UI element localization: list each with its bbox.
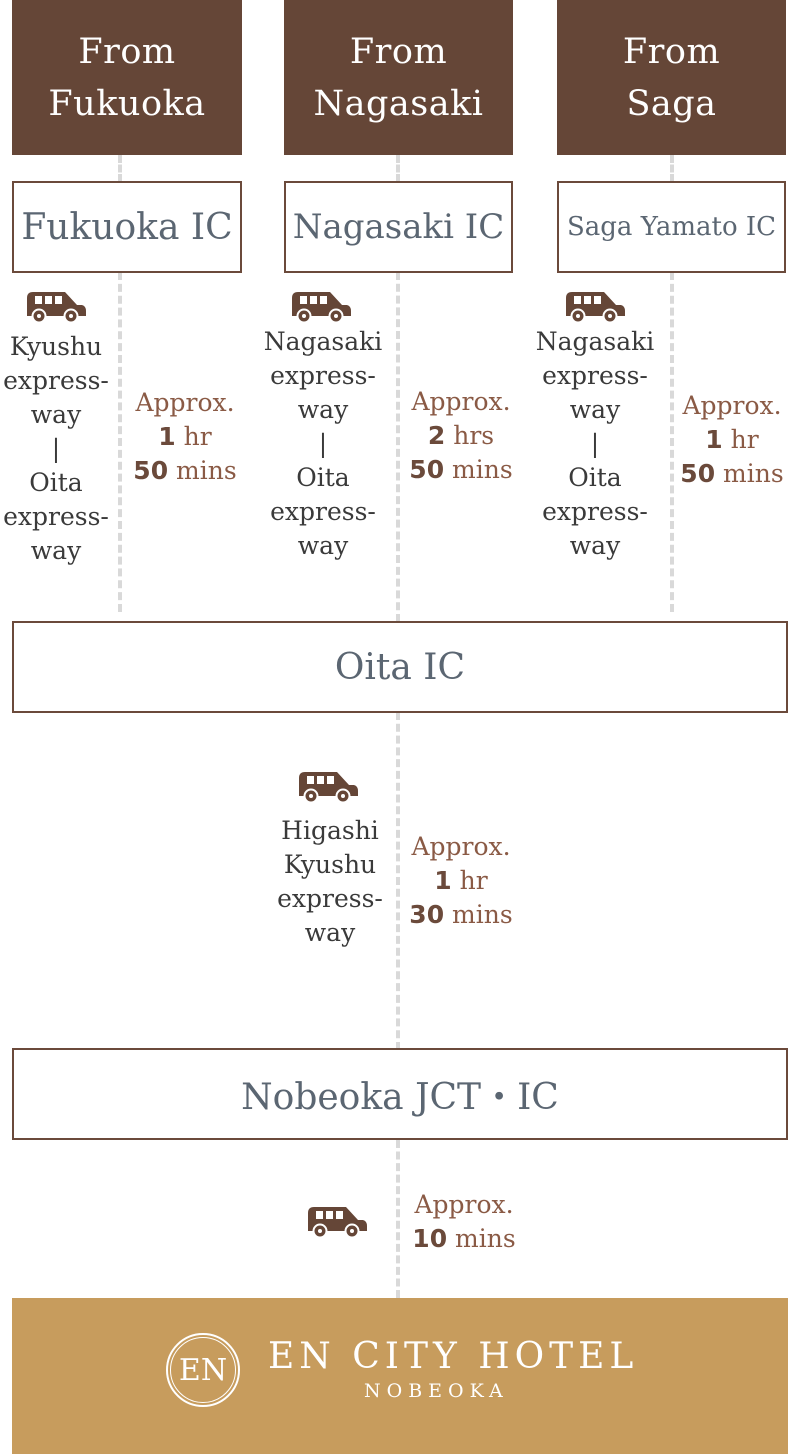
connector-line-oita-nobeoka	[396, 712, 400, 1050]
approx-label: Approx.	[411, 832, 511, 861]
hotel-destination-bar: EN EN CITY HOTEL NOBEOKA	[12, 1298, 788, 1454]
travel-time-saga: Approx. 1 hr 50 mins	[676, 389, 788, 491]
time-value: 50	[680, 459, 716, 488]
time-line-1: 1 hr	[676, 423, 788, 457]
time-line-2: 50 mins	[402, 453, 520, 487]
ic-label: Nobeoka JCT・IC	[241, 1077, 559, 1118]
car-icon	[299, 772, 358, 804]
time-value: 1	[434, 866, 452, 895]
time-unit: mins	[452, 455, 513, 484]
route-expressway-oita-nobeoka: Higashi Kyushu express- way	[277, 816, 383, 947]
time-value: 50	[133, 456, 169, 485]
travel-time-oita-nobeoka: Approx. 1 hr 30 mins	[402, 830, 520, 932]
approx-label: Approx.	[682, 391, 782, 420]
time-unit: hr	[459, 866, 488, 895]
travel-time-nagasaki: Approx. 2 hrs 50 mins	[402, 385, 520, 487]
time-unit: hr	[183, 422, 212, 451]
time-value: 30	[409, 900, 445, 929]
time-value: 1	[158, 422, 176, 451]
route-expressway-nagasaki: Nagasaki express- way | Oita express- wa…	[263, 327, 383, 560]
origin-box-fukuoka: From Fukuoka	[12, 0, 242, 155]
origin-box-nagasaki: From Nagasaki	[284, 0, 513, 155]
time-value: 1	[705, 425, 723, 454]
time-value: 50	[409, 455, 445, 484]
connector-line-nagasaki-route	[396, 272, 400, 622]
time-line-2: 50 mins	[126, 454, 244, 488]
time-unit: mins	[176, 456, 237, 485]
time-line-2: 30 mins	[402, 898, 520, 932]
time-line-2: 50 mins	[676, 457, 788, 491]
hotel-name: EN CITY HOTEL	[268, 1336, 639, 1377]
approx-label: Approx.	[411, 387, 511, 416]
origin-label: From Saga	[622, 31, 721, 124]
time-unit: mins	[452, 900, 513, 929]
connector-line-nobeoka-hotel	[396, 1140, 400, 1298]
ic-box-fukuoka: Fukuoka IC	[12, 181, 242, 273]
connector-line-saga-route	[670, 272, 674, 612]
ic-label: Fukuoka IC	[21, 206, 233, 248]
car-icon	[308, 1207, 367, 1239]
time-unit: mins	[723, 459, 784, 488]
ic-box-nagasaki: Nagasaki IC	[284, 181, 513, 273]
time-line-1: 1 hr	[402, 864, 520, 898]
time-line-1: 2 hrs	[402, 419, 520, 453]
time-unit: mins	[455, 1224, 516, 1253]
time-unit: hrs	[453, 421, 495, 450]
car-icon	[566, 292, 625, 324]
connector-line-fukuoka-route	[118, 272, 122, 612]
time-line-1: 1 hr	[126, 420, 244, 454]
route-expressway-fukuoka: Kyushu express- way | Oita express- way	[3, 332, 109, 565]
car-icon	[27, 292, 86, 324]
connector-line-nagasaki	[396, 155, 400, 182]
ic-label: Oita IC	[334, 646, 466, 688]
time-unit: hr	[730, 425, 759, 454]
connector-line-fukuoka	[118, 155, 122, 182]
origin-label: From Fukuoka	[48, 31, 206, 124]
ic-label: Nagasaki IC	[292, 207, 505, 247]
origin-label: From Nagasaki	[313, 31, 484, 124]
ic-box-saga-yamato: Saga Yamato IC	[557, 181, 786, 273]
hotel-location: NOBEOKA	[364, 1380, 509, 1402]
origin-box-saga: From Saga	[557, 0, 786, 155]
time-value: 10	[412, 1224, 448, 1253]
time-value: 2	[427, 421, 446, 450]
approx-label: Approx.	[135, 388, 235, 417]
ic-label: Saga Yamato IC	[566, 212, 777, 242]
route-expressway-saga: Nagasaki express- way | Oita express- wa…	[535, 327, 655, 560]
travel-time-final: Approx. 10 mins	[404, 1188, 524, 1256]
hotel-logo-monogram: EN	[179, 1353, 227, 1388]
time-line-1: 10 mins	[404, 1222, 524, 1256]
ic-box-oita: Oita IC	[12, 621, 788, 713]
car-icon	[292, 292, 351, 324]
ic-box-nobeoka: Nobeoka JCT・IC	[12, 1048, 788, 1140]
travel-time-fukuoka: Approx. 1 hr 50 mins	[126, 386, 244, 488]
connector-line-saga	[670, 155, 674, 182]
approx-label: Approx.	[414, 1190, 514, 1219]
hotel-logo-icon: EN	[166, 1333, 240, 1407]
